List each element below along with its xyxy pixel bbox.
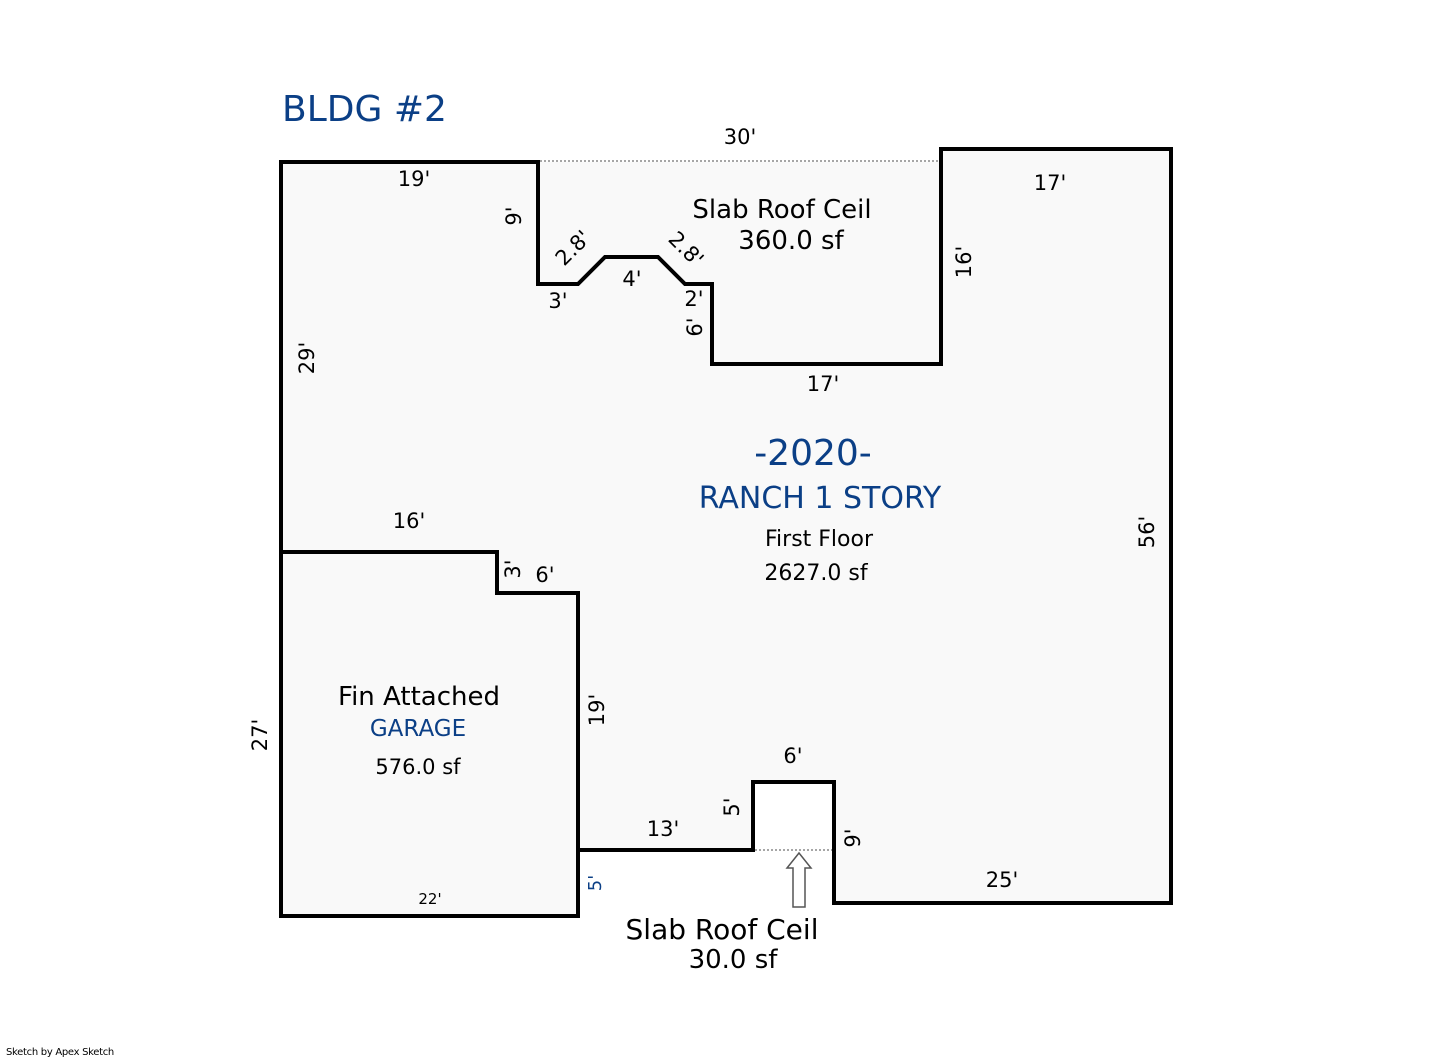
dim-bump-top: 6' <box>783 744 802 768</box>
building-title: BLDG #2 <box>282 89 447 130</box>
dim-top-right: 17' <box>1034 171 1067 195</box>
dim-left-upper: 29' <box>295 342 319 375</box>
dim-bump-right: 9' <box>841 828 865 847</box>
dim-bottom-right: 25' <box>986 868 1019 892</box>
slab-roof-bottom-name: Slab Roof Ceil <box>626 913 819 946</box>
main-area-fill <box>281 149 1171 916</box>
dim-top-left: 19' <box>398 167 431 191</box>
slab-roof-top-name: Slab Roof Ceil <box>692 195 871 225</box>
main-walls <box>279 147 1173 918</box>
garage-area-sf: 576.0 sf <box>375 755 461 779</box>
dim-notch-4: 4' <box>622 267 641 291</box>
garage-type: GARAGE <box>370 716 466 742</box>
dim-notch-right-drop: 6' <box>683 317 707 336</box>
dim-garage-right: 19' <box>585 694 609 727</box>
dim-garage-top: 16' <box>393 509 426 533</box>
year-built-label: -2020- <box>754 433 872 474</box>
dim-garage-left: 27' <box>248 719 272 752</box>
dim-notch-2: 2' <box>684 287 703 311</box>
dim-inner-bottom: 17' <box>807 372 840 396</box>
dim-right: 56' <box>1135 516 1159 549</box>
main-area-sf: 2627.0 sf <box>764 561 868 586</box>
dim-inner-right: 16' <box>952 246 976 279</box>
garage-walls <box>279 550 580 852</box>
dim-garage-step: 3' <box>501 559 525 578</box>
dim-top-span: 30' <box>724 125 757 149</box>
dim-garage-bottom: 22' <box>418 890 441 908</box>
dim-notch-3: 3' <box>548 289 567 313</box>
floor-label: First Floor <box>765 527 874 552</box>
style-label: RANCH 1 STORY <box>699 481 942 516</box>
dim-notch-left-drop: 9' <box>502 206 526 225</box>
dim-bottom-13: 13' <box>647 817 680 841</box>
slab-roof-top-area: 360.0 sf <box>738 226 844 256</box>
garage-name: Fin Attached <box>338 682 500 712</box>
pointer-arrow-icon <box>785 851 813 908</box>
slab-roof-bottom-area: 30.0 sf <box>689 945 779 975</box>
footer-credit: Sketch by Apex Sketch <box>6 1047 114 1058</box>
dim-garage-right-lower: 5' <box>585 875 606 891</box>
dim-bump-left: 5' <box>720 797 744 816</box>
dim-garage-step-h: 6' <box>535 563 554 587</box>
slab-roof-top-fill <box>538 162 941 364</box>
